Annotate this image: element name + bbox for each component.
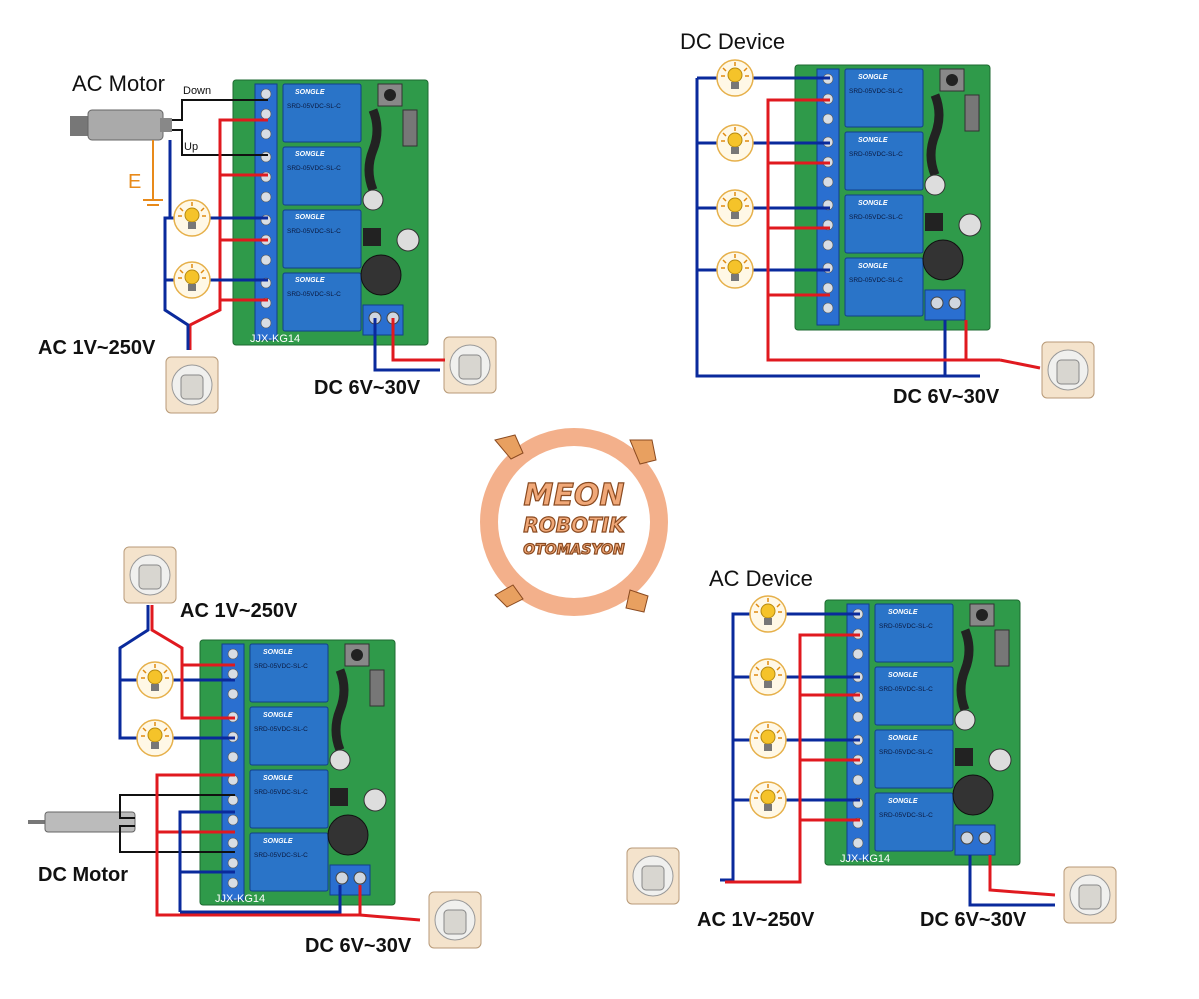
relay-brand: SONGLE [263, 712, 293, 719]
relay-model: SRD-05VDC-SL-C [254, 726, 308, 733]
relay-model: SRD-05VDC-SL-C [879, 686, 933, 693]
relay-model: SRD-05VDC-SL-C [287, 291, 341, 298]
board-id: JJX-KG14 [810, 338, 860, 350]
relay-model: SRD-05VDC-SL-C [287, 103, 341, 110]
dc-motor-icon [28, 811, 136, 833]
ac-supply-label: AC 1V~250V [38, 337, 156, 359]
relay-brand: SONGLE [295, 277, 325, 284]
ac-device-diagram: SRD-05VDC-SL-C SONGLE SRD-05VDC-SL-C SON… [626, 566, 1117, 931]
relay-model: SRD-05VDC-SL-C [849, 151, 903, 158]
ac-motor-diagram: SRD-05VDC-SL-C SONGLE SRD-05VDC-SL-C SON… [38, 71, 497, 414]
dc-supply-label: DC 6V~30V [893, 386, 1000, 408]
dc-device-title: DC Device [680, 29, 785, 54]
ac-motor-icon [70, 109, 172, 141]
ac-supply-label: AC 1V~250V [180, 600, 298, 622]
relay-model: SRD-05VDC-SL-C [849, 88, 903, 95]
relay-model: SRD-05VDC-SL-C [849, 214, 903, 221]
relay-brand: SONGLE [858, 74, 888, 81]
relay-brand: SONGLE [263, 838, 293, 845]
board-id: JJX-KG14 [840, 853, 890, 865]
ac-device-title: AC Device [709, 566, 813, 591]
relay-model: SRD-05VDC-SL-C [879, 812, 933, 819]
relay-brand: SONGLE [888, 735, 918, 742]
dc-motor-title: DC Motor [38, 864, 128, 886]
ac-supply-label: AC 1V~250V [697, 909, 815, 931]
relay-model: SRD-05VDC-SL-C [879, 749, 933, 756]
relay-model: SRD-05VDC-SL-C [254, 663, 308, 670]
relay-brand: SONGLE [263, 775, 293, 782]
dc-supply-label: DC 6V~30V [305, 935, 412, 957]
meon-robotik-logo: MEON ROBOTIK OTOMASYON [480, 428, 668, 616]
up-label: Up [184, 141, 198, 153]
relay-brand: SONGLE [888, 609, 918, 616]
relay-model: SRD-05VDC-SL-C [879, 623, 933, 630]
dc-motor-diagram: SRD-05VDC-SL-C SONGLE SRD-05VDC-SL-C SON… [28, 546, 482, 957]
relay-brand: SONGLE [295, 214, 325, 221]
logo-line3: OTOMASYON [523, 542, 625, 558]
earth-label: E [128, 171, 141, 193]
board-id: JJX-KG14 [250, 333, 300, 345]
relay-brand: SONGLE [858, 200, 888, 207]
board-id: JJX-KG14 [215, 893, 265, 905]
earth-icon [143, 140, 163, 206]
ac-motor-title: AC Motor [72, 71, 165, 96]
relay-brand: SONGLE [858, 137, 888, 144]
logo-line1: MEON [524, 478, 625, 513]
relay-model: SRD-05VDC-SL-C [287, 228, 341, 235]
relay-brand: SONGLE [888, 798, 918, 805]
relay-model: SRD-05VDC-SL-C [849, 277, 903, 284]
relay-brand: SONGLE [888, 672, 918, 679]
down-label: Down [183, 85, 211, 97]
dc-supply-label: DC 6V~30V [314, 377, 421, 399]
relay-brand: SONGLE [295, 89, 325, 96]
relay-model: SRD-05VDC-SL-C [254, 852, 308, 859]
dc-supply-label: DC 6V~30V [920, 909, 1027, 931]
relay-model: SRD-05VDC-SL-C [287, 165, 341, 172]
relay-brand: SONGLE [858, 263, 888, 270]
relay-model: SRD-05VDC-SL-C [254, 789, 308, 796]
logo-line2: ROBOTIK [523, 513, 626, 537]
dc-device-diagram: SRD-05VDC-SL-C SONGLE SRD-05VDC-SL-C SON… [680, 29, 1095, 408]
relay-brand: SONGLE [295, 151, 325, 158]
relay-brand: SONGLE [263, 649, 293, 656]
